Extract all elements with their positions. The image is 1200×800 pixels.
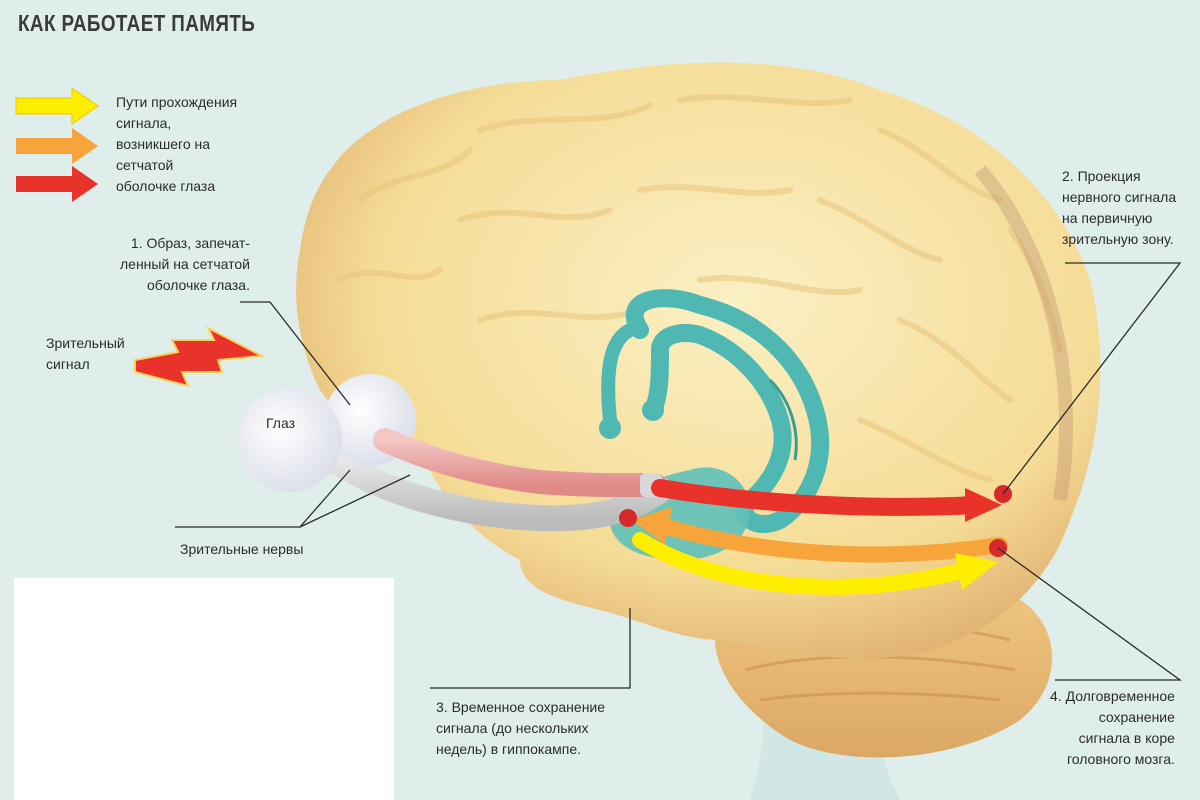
step2-label: 2. Проекция нервного сигнала на первичну… <box>1062 168 1177 247</box>
step4-label: 4. Долговременное сохранение сигнала в к… <box>1050 688 1175 767</box>
optic-nerve-pink <box>373 428 667 498</box>
eye-label: Глаз <box>266 415 296 431</box>
yellow-signal-arrow <box>632 532 973 595</box>
red-signal-arrow <box>651 479 984 516</box>
orange-signal-arrow <box>652 517 1008 563</box>
blank-panel <box>14 578 394 800</box>
step3-label: 3. Временное сохранение сигнала (до неск… <box>436 699 606 757</box>
legend-yellow-arrow <box>15 87 99 125</box>
eye-front <box>238 388 342 492</box>
legend-arrows <box>15 87 99 202</box>
visual-signal-label: Зрительный сигнал <box>46 335 125 372</box>
legend-text: Пути прохождения сигнала, возникшего на … <box>116 94 238 194</box>
legend-red-arrow <box>16 166 98 202</box>
page-title: КАК РАБОТАЕТ ПАМЯТЬ <box>18 10 256 36</box>
legend-orange-arrow <box>16 128 98 164</box>
optic-nerve-grey <box>307 437 673 532</box>
hippocampus-dot <box>619 509 637 527</box>
visual-signal-lightning-icon <box>134 325 266 388</box>
step1-label: 1. Образ, запечат- ленный на сетчатой об… <box>120 235 250 293</box>
optic-nerves-label: Зрительные нервы <box>180 541 304 557</box>
